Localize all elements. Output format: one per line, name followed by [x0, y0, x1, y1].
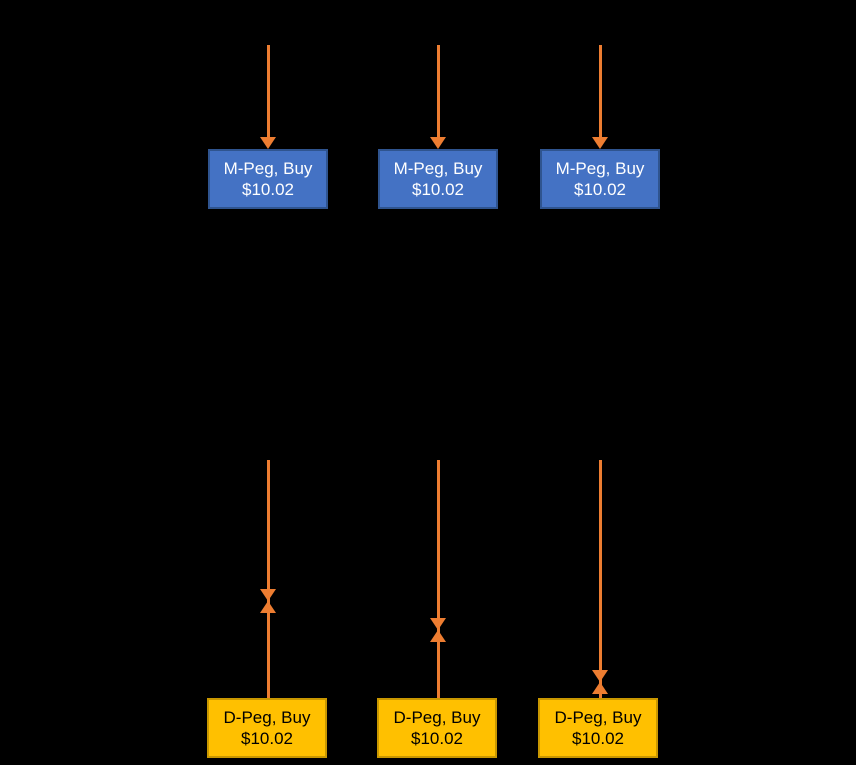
arrowhead-down-mpeg-3-icon	[592, 137, 608, 149]
m-peg-node-2: M-Peg, Buy $10.02	[378, 149, 498, 209]
arrow-line-converging-dpeg-3	[598, 460, 602, 698]
arrowhead-down-mpeg-2-icon	[430, 137, 446, 149]
m-peg-node-2-label: M-Peg, Buy	[393, 159, 483, 178]
arrow-line-down-to-mpeg-1	[266, 45, 270, 137]
d-peg-node-2: D-Peg, Buy $10.02	[377, 698, 497, 758]
arrowhead-up-dpeg-1-icon	[260, 601, 276, 613]
m-peg-node-3-price: $10.02	[574, 180, 626, 199]
arrowhead-up-dpeg-2-icon	[430, 630, 446, 642]
d-peg-node-2-label: D-Peg, Buy	[393, 708, 481, 727]
arrow-line-converging-dpeg-1	[266, 460, 270, 698]
d-peg-node-3-label: D-Peg, Buy	[554, 708, 642, 727]
d-peg-node-1: D-Peg, Buy $10.02	[207, 698, 327, 758]
d-peg-node-1-price: $10.02	[241, 729, 293, 748]
d-peg-node-1-label: D-Peg, Buy	[223, 708, 311, 727]
arrow-line-converging-dpeg-2	[436, 460, 440, 698]
arrow-line-down-to-mpeg-3	[598, 45, 602, 137]
arrowhead-down-dpeg-2-icon	[430, 618, 446, 630]
arrowhead-down-dpeg-1-icon	[260, 589, 276, 601]
arrow-line-down-to-mpeg-2	[436, 45, 440, 137]
d-peg-node-3-price: $10.02	[572, 729, 624, 748]
m-peg-node-1: M-Peg, Buy $10.02	[208, 149, 328, 209]
arrowhead-down-mpeg-1-icon	[260, 137, 276, 149]
d-peg-node-3: D-Peg, Buy $10.02	[538, 698, 658, 758]
m-peg-node-3: M-Peg, Buy $10.02	[540, 149, 660, 209]
m-peg-node-1-label: M-Peg, Buy	[223, 159, 313, 178]
d-peg-node-2-price: $10.02	[411, 729, 463, 748]
m-peg-node-1-price: $10.02	[242, 180, 294, 199]
arrowhead-down-dpeg-3-icon	[592, 670, 608, 682]
m-peg-node-3-label: M-Peg, Buy	[555, 159, 645, 178]
arrowhead-up-dpeg-3-icon	[592, 682, 608, 694]
m-peg-node-2-price: $10.02	[412, 180, 464, 199]
